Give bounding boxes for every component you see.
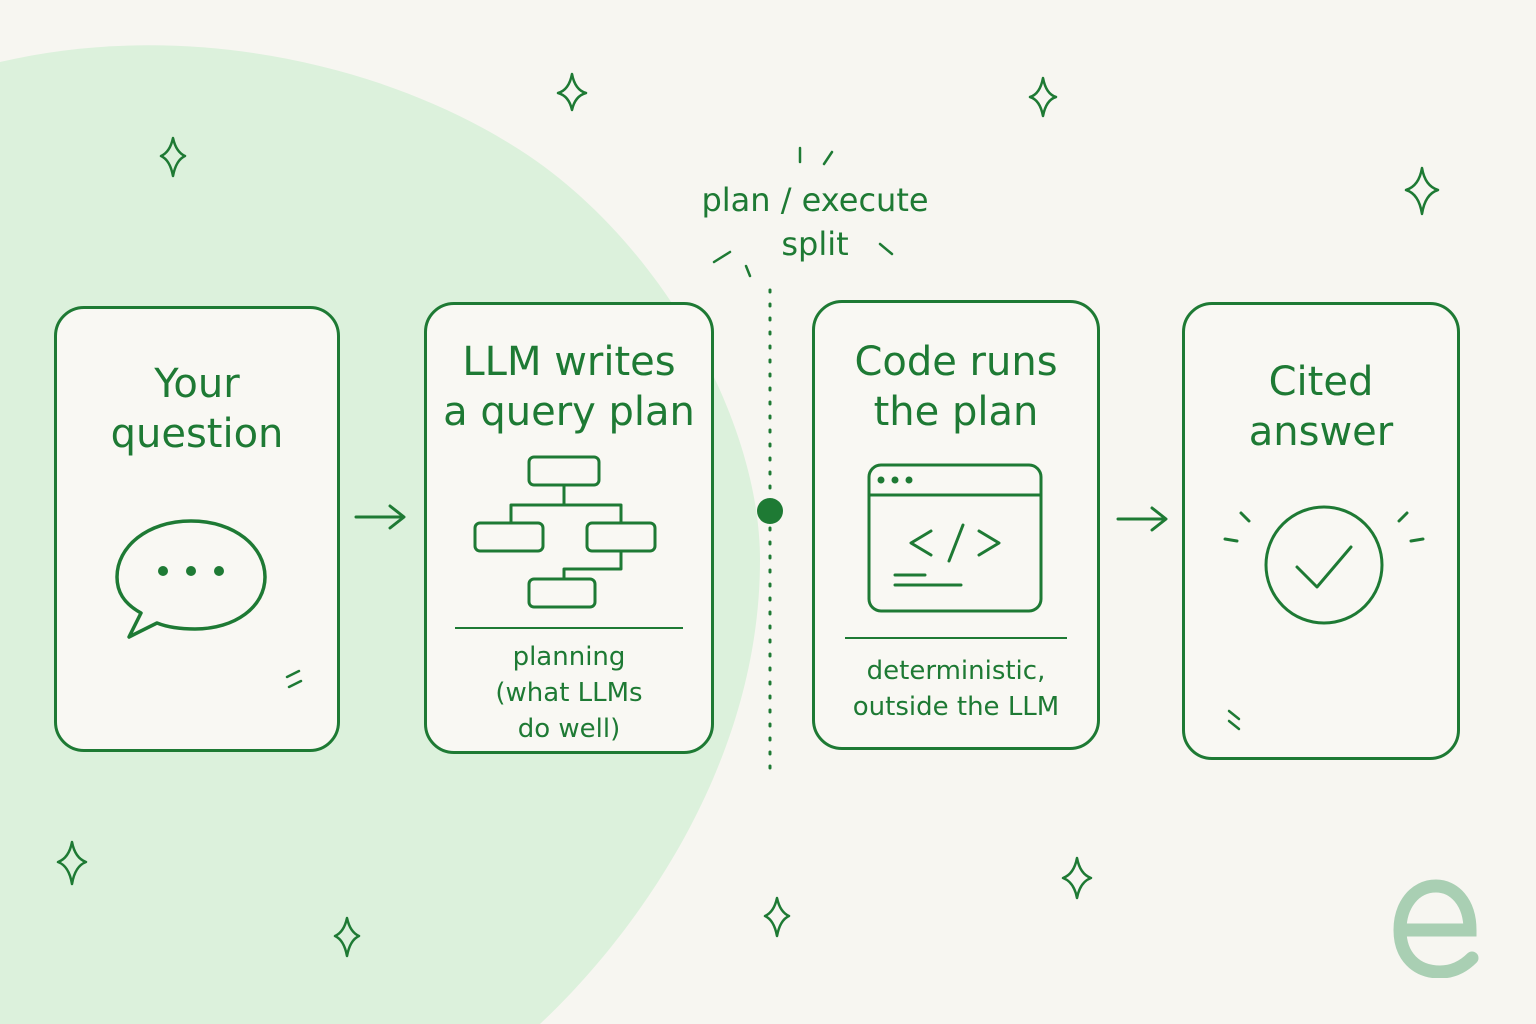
burst-mark [744,264,752,278]
card-title: Code runs the plan [815,337,1097,437]
card-title-line: Code runs [854,339,1058,385]
card-note-line: outside the LLM [852,692,1060,722]
check-circle-icon [1223,505,1425,625]
split-label: plan / execute split [680,178,950,266]
split-label-line: split [781,225,849,263]
card-note-line: do well) [517,714,621,744]
sparkle-icon [333,916,361,958]
arrow-right-icon [354,504,406,530]
burst-mark [712,250,732,264]
card-note: planning (what LLMs do well) [427,639,711,747]
card-title: LLM writes a query plan [427,337,711,437]
sparkle-icon [763,896,791,938]
card-title-line: LLM writes [462,339,676,385]
sparkle-icon [56,840,88,886]
card-title-line: the plan [873,389,1039,435]
tick-marks [285,669,303,689]
card-title-line: Cited [1268,359,1374,405]
split-dot [757,498,783,524]
card-note: deterministic, outside the LLM [815,653,1097,725]
sparkle-icon [556,72,588,112]
flowchart-icon [473,455,657,609]
card-title-line: answer [1248,409,1394,455]
burst-mark [822,150,834,166]
sparkle-icon [1404,166,1440,216]
card-title-line: a query plan [443,389,695,435]
code-window-icon [867,463,1043,613]
step-card-question: Your question [54,306,340,752]
step-card-cited-answer: Cited answer [1182,302,1460,760]
card-divider [455,627,683,629]
card-note-line: deterministic, [866,656,1046,686]
sparkle-icon [1061,856,1093,900]
arrow-right-icon [1116,506,1168,532]
speech-bubble-icon [115,519,267,639]
card-title-line: Your [154,361,240,407]
card-divider [845,637,1067,639]
card-title-line: question [110,411,284,457]
background-blob [0,45,760,1024]
sparkle-icon [159,136,187,178]
card-title: Your question [57,359,337,459]
sparkle-icon [1028,76,1058,118]
card-title: Cited answer [1185,357,1457,457]
burst-mark [878,242,894,256]
tick-marks [1227,709,1241,731]
step-card-query-plan: LLM writes a query plan planning (what L… [424,302,714,754]
card-note-line: (what LLMs [495,678,643,708]
split-label-line: plan / execute [701,181,929,219]
card-note-line: planning [512,642,626,672]
step-card-code-runs: Code runs the plan deterministic, outsid… [812,300,1100,750]
e-logo-icon [1393,879,1479,978]
